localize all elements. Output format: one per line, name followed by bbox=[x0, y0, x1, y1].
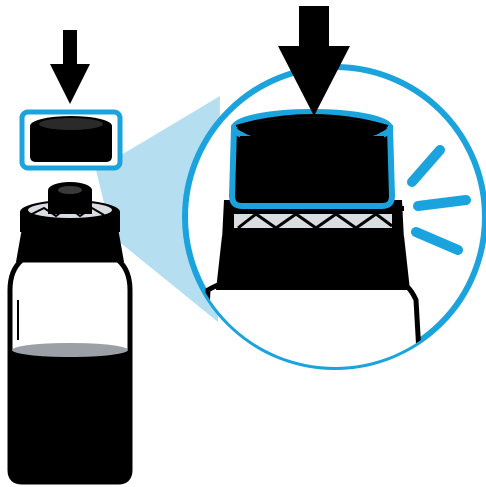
magnified-cap bbox=[232, 112, 392, 206]
click-line-middle bbox=[418, 200, 466, 206]
ink-surface bbox=[12, 343, 128, 357]
bottle-neck-collar bbox=[16, 228, 124, 262]
magnified-collar bbox=[216, 236, 410, 290]
magnified-view bbox=[185, 67, 485, 370]
arrow-down-icon bbox=[50, 30, 90, 104]
ink-fill bbox=[12, 350, 128, 480]
bottle-nozzle bbox=[48, 182, 92, 214]
ink-bottle bbox=[10, 182, 130, 482]
left-cap bbox=[22, 112, 120, 168]
magnified-bottle-shoulder bbox=[204, 282, 420, 370]
